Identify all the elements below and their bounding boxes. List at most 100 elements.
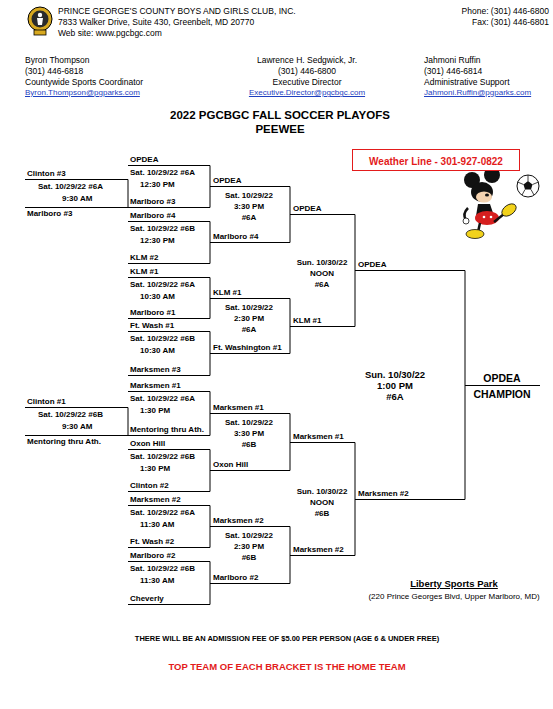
bracket-line xyxy=(128,165,210,166)
illustration-part xyxy=(34,30,46,35)
champion-text: OPDEA xyxy=(483,372,520,384)
bracket-text: Sat. 10/29/22 #6A xyxy=(38,182,103,191)
header-text: Countywide Sports Coordinator xyxy=(25,77,143,87)
venue-name: Liberty Sports Park xyxy=(410,578,498,589)
bracket-text: 10:30 AM xyxy=(140,292,175,301)
bracket-text: Sat. 10/29/22 #6B xyxy=(130,564,195,573)
bracket-text: #6A xyxy=(242,213,257,222)
bracket-text: Sat. 10/29/22 xyxy=(225,191,273,200)
bracket-text: Marksmen #1 xyxy=(293,432,344,441)
bracket-text: 11:30 AM xyxy=(140,576,174,585)
header-text: Lawrence H. Sedgwick, Jr. xyxy=(257,55,357,65)
illustration-part xyxy=(466,230,484,239)
bracket-text: Mentoring thru Ath. xyxy=(27,437,101,446)
illustration-part xyxy=(485,194,489,197)
email-link: Byron.Thompson@pgparks.com xyxy=(25,88,140,98)
header-text: PRINCE GEORGE'S COUNTY BOYS AND GIRLS CL… xyxy=(58,6,296,16)
bracket-text: OPDEA xyxy=(213,176,241,185)
bracket-text: Marlboro #2 xyxy=(213,573,258,582)
mickey-soccer-illustration xyxy=(463,167,539,239)
bracket-text: 12:30 PM xyxy=(140,180,175,189)
bracket-text: 3:30 PM xyxy=(234,202,264,211)
bracket-text: 9:30 AM xyxy=(62,194,92,203)
bracket-text: Marksmen #3 xyxy=(130,365,181,374)
bracket-line xyxy=(128,318,210,319)
illustration-part xyxy=(471,182,493,202)
bracket-text: 12:30 PM xyxy=(140,236,175,245)
bracket-text: Sat. 10/29/22 #6A xyxy=(130,280,195,289)
bracket-text: 1:30 PM xyxy=(140,464,170,473)
bracket-text: Oxon Hill xyxy=(213,460,248,469)
bracket-text: Oxon Hill xyxy=(130,439,165,448)
bracket-text: Sat. 10/29/22 xyxy=(225,418,273,427)
illustration-part xyxy=(28,7,52,31)
email-link: Executive.Director@pgcbgc.com xyxy=(249,88,365,98)
bracket-text: Sat. 10/29/22 #6B xyxy=(38,410,103,419)
bracket-text: Marksmen #2 xyxy=(293,545,344,554)
header-text: Fax: (301) 446-6801 xyxy=(472,17,549,27)
bracket-line xyxy=(210,470,290,471)
bracket-text: KLM #2 xyxy=(130,253,158,262)
header-text: (301) 446-6818 xyxy=(25,66,83,76)
admission-note: THERE WILL BE AN ADMISSION FEE OF $5.00 … xyxy=(135,634,439,643)
bracket-line xyxy=(355,270,465,271)
bracket-text: Sat. 10/29/22 #6A xyxy=(130,168,195,177)
header-text: (301) 446-6814 xyxy=(424,66,482,76)
page-title: PEEWEE xyxy=(255,123,304,136)
bracket-text: Clinton #3 xyxy=(27,169,66,178)
weather-line-box: Weather Line - 301-927-0822 xyxy=(352,149,520,171)
bracket-text: Sat. 10/29/22 xyxy=(225,303,273,312)
bracket-text: Marksmen #2 xyxy=(213,516,264,525)
bracket-line xyxy=(128,180,129,208)
bracket-text: Sun. 10/30/22 xyxy=(297,487,348,496)
illustration-part xyxy=(518,175,539,195)
bracket-line xyxy=(290,555,355,556)
header-text: Jahmoni Ruffin xyxy=(424,55,481,65)
bracket-text: KLM #1 xyxy=(293,316,321,325)
bracket-line xyxy=(128,263,210,264)
bracket-line xyxy=(210,583,290,584)
bracket-text: Marlboro #3 xyxy=(27,209,72,218)
weather-line-text: Weather Line - 301-927-0822 xyxy=(369,156,503,167)
illustration-part xyxy=(500,201,519,218)
bracket-text: 2:30 PM xyxy=(234,314,264,323)
home-team-note: TOP TEAM OF EACH BRACKET IS THE HOME TEA… xyxy=(168,661,405,672)
illustration-part xyxy=(37,18,43,25)
bracket-line xyxy=(290,214,355,215)
bracket-text: Ft. Washington #1 xyxy=(213,343,282,352)
bracket-line xyxy=(128,207,210,208)
header-text: Byron Thompson xyxy=(25,55,90,65)
bracket-line xyxy=(128,331,210,332)
final-game-text: Sun. 10/30/22 xyxy=(365,369,425,380)
bracket-text: Marlboro #1 xyxy=(130,308,175,317)
bracket-text: 9:30 AM xyxy=(62,422,92,431)
bracket-text: Sat. 10/29/22 #6A xyxy=(130,394,195,403)
bracket-text: Ft. Wash #2 xyxy=(130,537,174,546)
bracket-line xyxy=(290,442,355,443)
final-game-text: 1:00 PM xyxy=(377,380,413,391)
bracket-line xyxy=(355,499,465,500)
bracket-text: Mentoring thru Ath. xyxy=(130,425,204,434)
bracket-line xyxy=(128,375,210,376)
header-text: Phone: (301) 446-6800 xyxy=(462,6,549,16)
bracket-line xyxy=(210,413,290,414)
illustration-part xyxy=(524,181,533,190)
bracket-text: 1:30 PM xyxy=(140,406,170,415)
bracket-text: Marksmen #2 xyxy=(358,489,409,498)
bracket-text: Clinton #1 xyxy=(27,397,66,406)
bracket-line xyxy=(25,179,128,180)
header-text: 7833 Walker Drive, Suite 430, Greenbelt,… xyxy=(58,17,254,27)
bracket-text: NOON xyxy=(310,498,334,507)
bracket-line xyxy=(210,526,290,527)
bracket-line xyxy=(128,505,210,506)
bracket-line xyxy=(128,449,210,450)
bracket-line xyxy=(128,277,210,278)
bracket-text: #6A xyxy=(242,325,257,334)
bracket-text: KLM #1 xyxy=(213,288,241,297)
bracket-line xyxy=(128,561,210,562)
bracket-line xyxy=(128,435,210,436)
email-link: Jahmoni.Ruffin@pgparks.com xyxy=(424,88,531,98)
bracket-line xyxy=(210,298,290,299)
